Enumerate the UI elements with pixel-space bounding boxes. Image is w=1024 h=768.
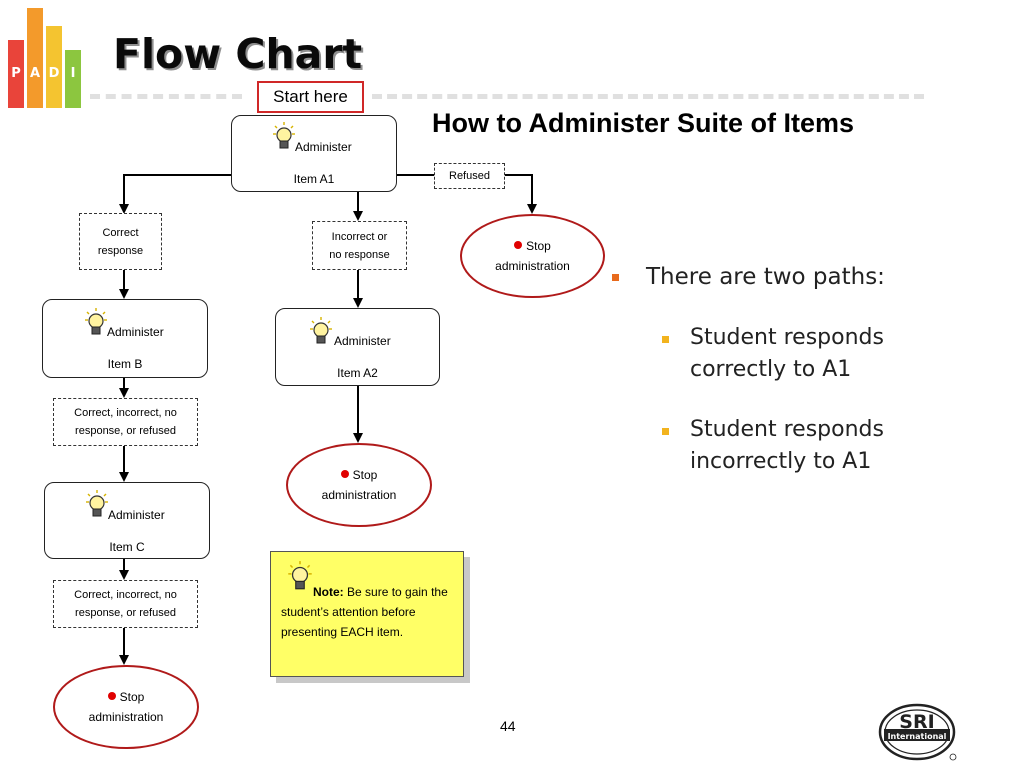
lightbulb-icon	[310, 317, 332, 344]
logo-bar-d	[46, 26, 62, 108]
note-body: Be sure to gain the student’s attention …	[281, 585, 448, 639]
connector-a1-to-correct	[119, 174, 231, 214]
stop-administration-a2: Stop administration	[286, 443, 432, 527]
connector-refused-to-stop	[505, 174, 537, 214]
logo-letter-i: I	[70, 66, 76, 81]
label-incorrect-response: Incorrect or no response	[312, 221, 407, 270]
stop-administration-c: Stop administration	[53, 665, 199, 749]
label-line: response	[97, 244, 144, 257]
bullet-marker	[662, 336, 669, 343]
lightbulb-icon	[86, 490, 108, 517]
node-administer-item-a1: Administer Item A1	[231, 115, 397, 192]
label-correct-response: Correct response	[79, 213, 162, 270]
logo-bar-i	[65, 50, 81, 108]
label-after-item-c: Correct, incorrect, no response, or refus…	[53, 580, 198, 628]
stop-administration-a1: Stop administration	[460, 214, 605, 298]
label-line: no response	[329, 248, 390, 261]
label-line: Incorrect or	[331, 230, 388, 243]
stop-label: Stop	[352, 468, 378, 482]
label-line: Correct, incorrect, no	[74, 407, 177, 419]
lightbulb-icon	[288, 561, 312, 590]
bullet-marker	[662, 428, 669, 435]
node-administer-item-a2: Administer Item A2	[275, 308, 440, 386]
logo-letter-p: P	[11, 66, 21, 81]
sri-logo: SRI International	[878, 703, 957, 761]
lightbulb-icon	[85, 308, 107, 335]
stop-dot-icon	[340, 470, 349, 478]
label-after-item-b: Correct, incorrect, no response, or refus…	[53, 398, 198, 446]
node-label: Item A2	[337, 366, 378, 380]
logo-bar-p	[8, 40, 24, 108]
bullet-sub: Student responds correctly to A1	[690, 325, 884, 382]
node-administer-item-c: Administer Item C	[44, 482, 210, 559]
padi-logo: P A D I	[8, 4, 84, 108]
stop-label: administration	[495, 259, 570, 273]
lightbulb-icon	[273, 122, 295, 149]
title-divider	[372, 94, 924, 99]
sri-logo-subtext: International	[888, 732, 947, 741]
label-line: Correct, incorrect, no	[74, 589, 177, 601]
start-here-label: Start here	[257, 81, 364, 113]
node-administer-item-b: Administer Item B	[42, 299, 208, 378]
label-line: response, or refused	[75, 607, 176, 619]
bullet-marker	[612, 274, 619, 281]
bullet-sub: Student responds incorrectly to A1	[690, 417, 884, 474]
stop-label: administration	[321, 488, 397, 502]
title-divider	[90, 94, 242, 99]
sri-logo-text: SRI	[899, 711, 934, 733]
label-refused: Refused	[434, 163, 505, 189]
node-label: Item A1	[293, 172, 335, 186]
note-label: Note:	[313, 585, 344, 599]
note-callout: Note: Be sure to gain the student’s atte…	[270, 551, 464, 677]
node-label: Item C	[109, 540, 145, 554]
stop-label: Stop	[119, 690, 145, 704]
label-line: response, or refused	[75, 425, 176, 437]
stop-label: Stop	[526, 239, 551, 253]
page-number: 44	[500, 718, 516, 734]
logo-letter-a: A	[29, 66, 41, 81]
label-line: Correct	[102, 226, 139, 239]
node-label: Administer	[334, 334, 391, 348]
stop-dot-icon	[514, 241, 523, 249]
slide-title: Flow Chart	[113, 30, 363, 78]
logo-bar-a	[27, 8, 43, 108]
node-label: Administer	[108, 508, 165, 522]
node-label: Administer	[107, 325, 164, 339]
bullet-main: There are two paths:	[646, 264, 885, 290]
node-label: Item B	[107, 357, 143, 371]
logo-letter-d: D	[48, 66, 60, 81]
section-heading: How to Administer Suite of Items	[432, 108, 855, 138]
stop-label: administration	[88, 710, 164, 724]
note-text: Note: Be sure to gain the student’s atte…	[281, 582, 457, 642]
stop-dot-icon	[107, 692, 116, 700]
node-label: Administer	[295, 140, 352, 154]
